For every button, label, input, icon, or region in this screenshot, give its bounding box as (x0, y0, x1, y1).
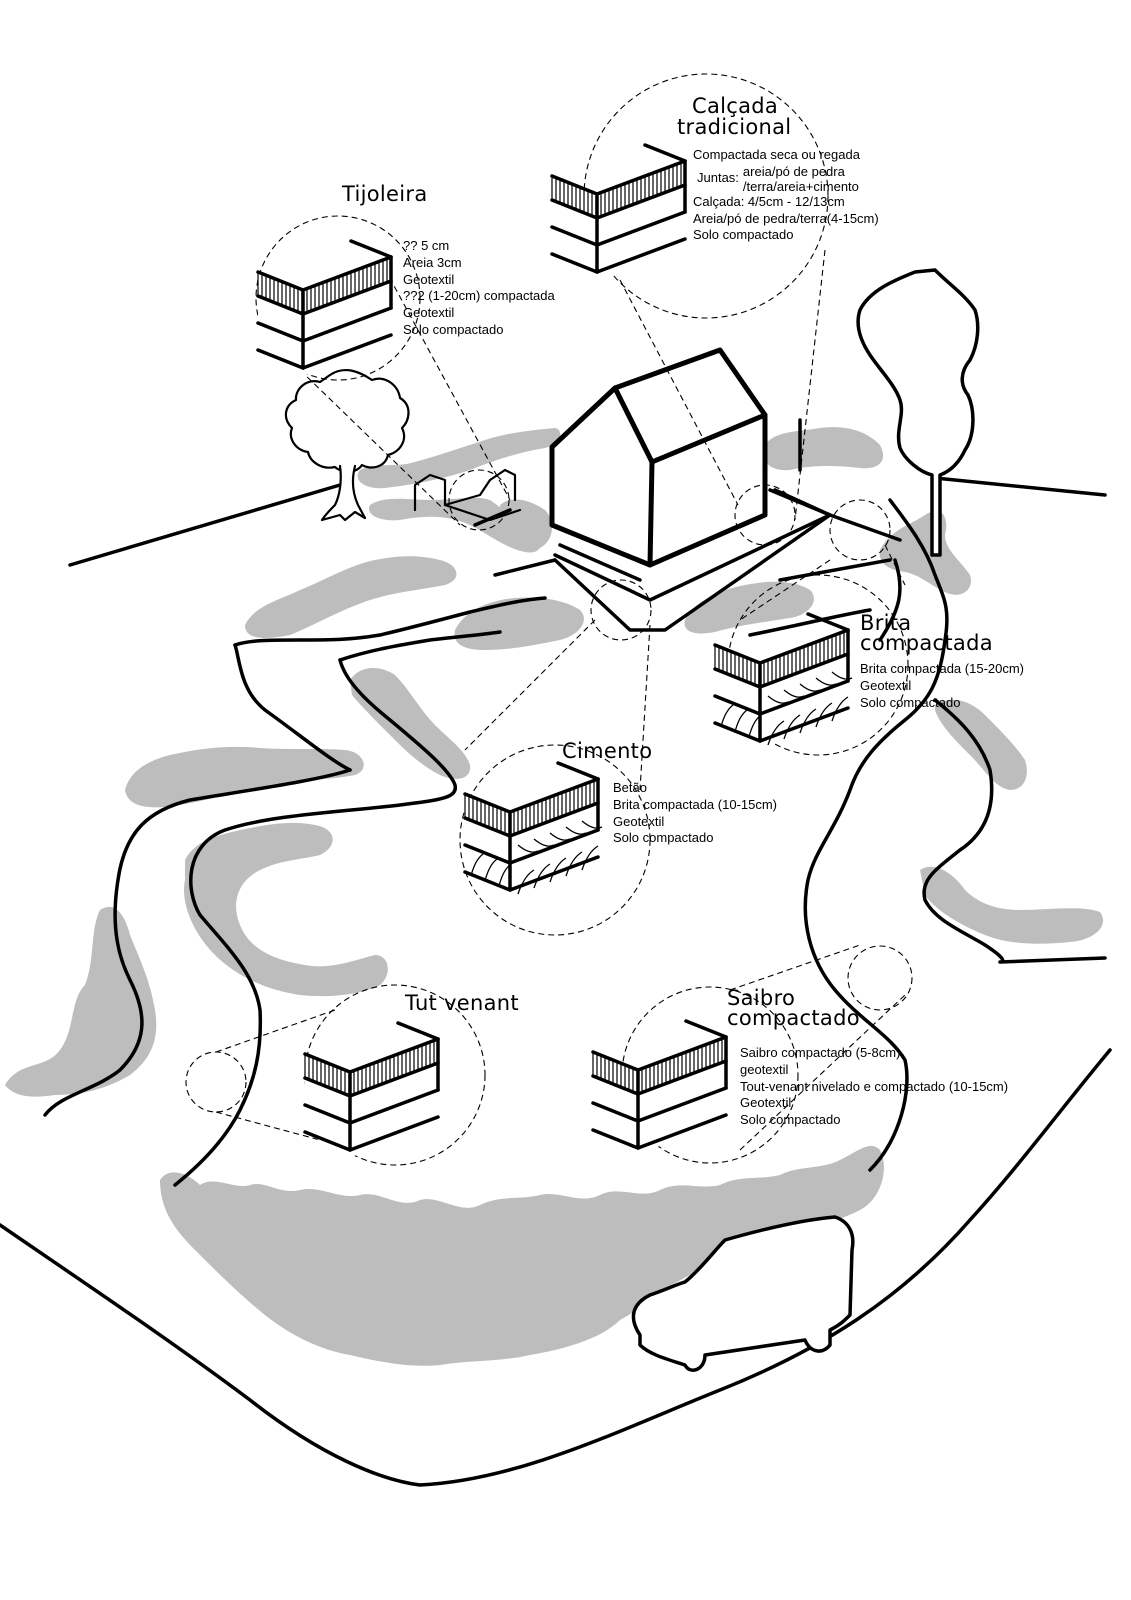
callout-connectors (185, 73, 913, 1166)
vegetation (5, 427, 1104, 1366)
juntas-label: Juntas: (697, 170, 739, 186)
section-calcada (550, 143, 687, 280)
callout-title-calcada: Calçada (692, 94, 779, 118)
layer-item: Areia/pó de pedra/terra(4-15cm) (693, 210, 879, 226)
layer-item: Solo compactado (403, 321, 504, 337)
layer-list-tijoleira: ?? 5 cm Areia 3cm Geotextil ??2 (1-20cm)… (403, 238, 555, 339)
layer-item: Solo compactado (740, 1112, 841, 1128)
hedge-bottom (160, 1145, 884, 1366)
layer-item: Calçada: 4/5cm - 12/13cm (693, 193, 845, 209)
section-saibro (591, 1019, 728, 1156)
layer-item: Brita compactada (10-15cm) (613, 796, 778, 812)
hedge-left (5, 906, 157, 1097)
section-brita (713, 612, 853, 749)
section-cimento (463, 761, 603, 898)
house (549, 347, 832, 602)
layer-item: Geotextil (403, 305, 455, 321)
layer-item: Solo compactado (693, 227, 794, 243)
layer-list-calcada: Compactada seca ou regada Juntas: areia/… (693, 147, 879, 244)
layer-item: Saibro compactado (5-8cm) (740, 1045, 901, 1060)
fence (413, 468, 522, 522)
section-tutvenant (303, 1021, 440, 1158)
layer-item: Compactada seca ou regada (693, 147, 860, 162)
tree-left (284, 368, 410, 522)
callout-title-brita-line2: compactada (860, 631, 993, 655)
section-tijoleira (256, 239, 393, 376)
layer-item: Tout-venant nivelado e compactado (10-15… (740, 1078, 1009, 1094)
hedge-behind-house-left2 (369, 497, 541, 553)
roads-and-paths (0, 418, 1112, 1487)
juntas-value: /terra/areia+cimento (742, 178, 859, 194)
layer-item: ?? 5 cm (403, 238, 450, 253)
car (631, 1215, 855, 1372)
callout-title-cimento: Cimento (562, 739, 653, 763)
hedge-house-front (454, 597, 584, 650)
hedge-mid-left (184, 822, 388, 997)
hedge-upper-left (125, 746, 364, 808)
hedge-center (350, 668, 471, 779)
layer-item: geotextil (740, 1061, 789, 1077)
layer-item: ??2 (1-20cm) compactada (403, 288, 555, 304)
juntas-row: Juntas: areia/pó de pedra /terra/areia+c… (693, 164, 879, 194)
layer-list-brita: Brita compactada (15-20cm) Geotextil Sol… (860, 661, 1024, 711)
callout-title-brita: Brita (860, 611, 912, 635)
layer-item: Geotextil (860, 677, 912, 693)
callout-title-tutvenant: Tut venant (405, 991, 519, 1015)
layer-item: Areia 3cm (403, 254, 462, 270)
layer-item: Betão (613, 780, 647, 795)
hedge-behind-house-left (357, 428, 561, 489)
layer-list-cimento: Betão Brita compactada (10-15cm) Geotext… (613, 780, 777, 847)
callout-title-calcada-line2: tradicional (677, 115, 792, 139)
hedge-top-left (245, 556, 457, 638)
layer-item: Geotextil (613, 813, 665, 829)
layer-item: Brita compactada (15-20cm) (860, 661, 1025, 676)
layer-sections (256, 143, 853, 1158)
callout-title-saibro: Saibro (727, 986, 796, 1010)
layer-item: Geotextil (403, 271, 455, 287)
tree-right (856, 268, 980, 557)
callout-title-saibro-line2: compactado (727, 1006, 860, 1030)
hedge-far-right (920, 866, 1104, 944)
juntas-value: areia/pó de pedra (742, 163, 845, 179)
juntas-values: areia/pó de pedra /terra/areia+cimento (743, 164, 859, 194)
layer-item: Solo compactado (860, 694, 961, 710)
layer-list-saibro: Saibro compactado (5-8cm) geotextil Tout… (740, 1045, 1008, 1129)
hedge-behind-house-right (762, 427, 884, 471)
layer-item: Geotextil (740, 1095, 792, 1111)
layer-item: Solo compactado (613, 830, 714, 846)
callout-title-tijoleira: Tijoleira (342, 182, 428, 206)
